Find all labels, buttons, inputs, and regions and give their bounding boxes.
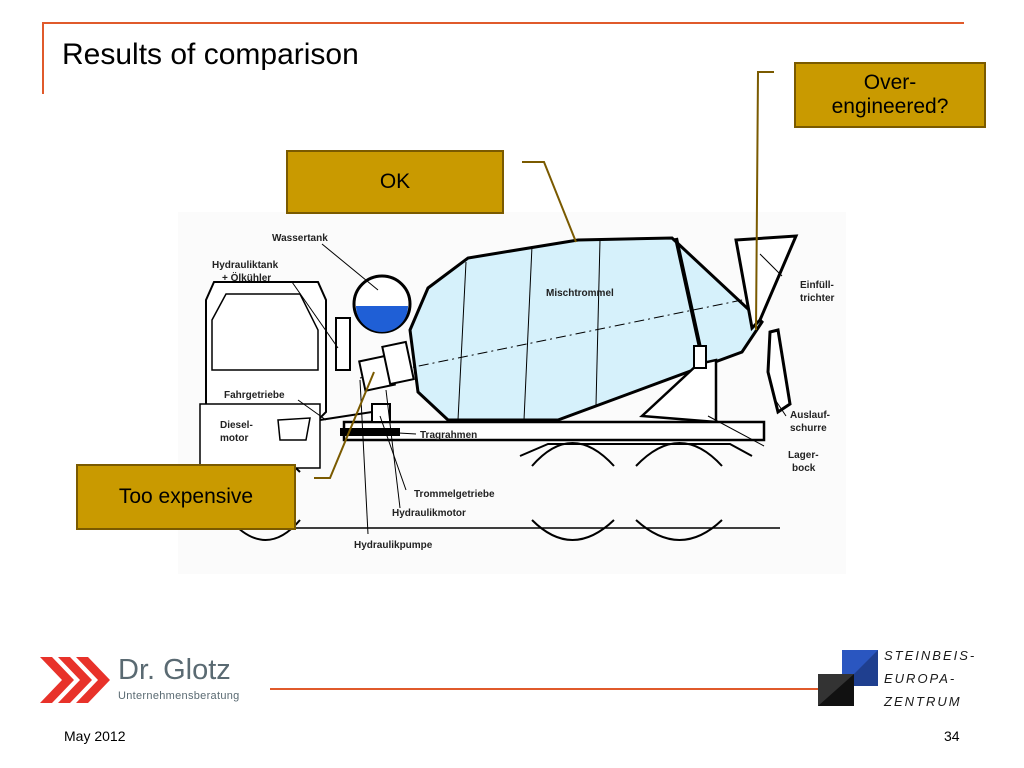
label-einfuell: Einfüll-	[800, 280, 834, 291]
callout-over-engineered: Over- engineered?	[794, 62, 986, 128]
drum-ring	[674, 237, 706, 367]
connector-over-engineered	[755, 71, 774, 331]
drive-shaft	[319, 411, 373, 421]
label-diesel: Diesel-	[220, 420, 253, 431]
footer-rule	[270, 688, 830, 690]
water-level	[356, 306, 408, 332]
hydraulic-tank	[335, 317, 351, 371]
callout-over-engineered-line2: engineered?	[831, 95, 949, 118]
label-schurre: schurre	[790, 423, 827, 434]
connector-too-expensive	[314, 371, 375, 479]
label-wassertank: Wassertank	[272, 233, 328, 244]
frame-plate	[340, 428, 400, 436]
chute	[766, 328, 792, 415]
stand-bearing	[693, 345, 707, 369]
connector-ok	[522, 161, 577, 243]
label-trichter: trichter	[800, 293, 835, 304]
fahrgetriebe-part	[277, 417, 311, 441]
drum-rib-1	[457, 261, 467, 421]
support-stand	[639, 358, 718, 424]
label-hydrauliktank: Hydrauliktank	[212, 260, 279, 271]
drum-axis	[359, 297, 753, 379]
dr-glotz-logo-icon	[40, 657, 110, 703]
label-lager: Lager-	[788, 450, 819, 461]
steinbeis-logo-icon	[818, 650, 878, 706]
label-trommelgetriebe: Trommelgetriebe	[414, 489, 495, 500]
dr-glotz-logo-name: Dr. Glotz	[118, 654, 231, 686]
label-bock: bock	[792, 463, 816, 474]
slide-title: Results of comparison	[62, 38, 359, 71]
callout-ok-text: OK	[379, 170, 411, 193]
label-auslauf: Auslauf-	[790, 410, 830, 421]
label-tragrahmen: Tragrahmen	[420, 430, 477, 441]
drum-rib-3	[595, 239, 601, 406]
mixing-drum	[408, 236, 764, 422]
dr-glotz-logo-subtitle: Unternehmensberatung	[118, 690, 240, 702]
top-accent-rule	[42, 22, 964, 24]
steinbeis-logo-line2: EUROPA-	[884, 671, 957, 686]
hopper	[734, 234, 799, 332]
hydraulic-motor	[381, 340, 415, 386]
label-mischtrommel: Mischtrommel	[546, 288, 614, 299]
callout-too-expensive-text: Too expensive	[118, 485, 254, 508]
callout-ok: OK	[286, 150, 504, 214]
label-hydraulikpumpe: Hydraulikpumpe	[354, 540, 433, 551]
wheel-rear-1	[531, 442, 615, 467]
steinbeis-logo-line1: STEINBEIS-	[884, 648, 977, 663]
label-hydraulikmotor: Hydraulikmotor	[392, 508, 466, 519]
page-number: 34	[944, 728, 960, 744]
label-oelkuehler: + Ölkühler	[222, 271, 271, 284]
callout-too-expensive: Too expensive	[76, 464, 296, 530]
left-accent-rule	[42, 22, 44, 94]
wheel-arch-rear	[519, 443, 753, 457]
label-fahrgetriebe: Fahrgetriebe	[224, 390, 285, 401]
drum-rib-2	[523, 245, 533, 421]
steinbeis-logo-line3: ZENTRUM	[884, 694, 962, 709]
footer-date: May 2012	[64, 728, 126, 744]
callout-over-engineered-line1: Over-	[863, 71, 917, 94]
label-motor: motor	[220, 433, 248, 444]
main-frame	[342, 420, 766, 442]
label-leaders	[291, 243, 787, 535]
wheel-rear-2	[635, 442, 723, 467]
